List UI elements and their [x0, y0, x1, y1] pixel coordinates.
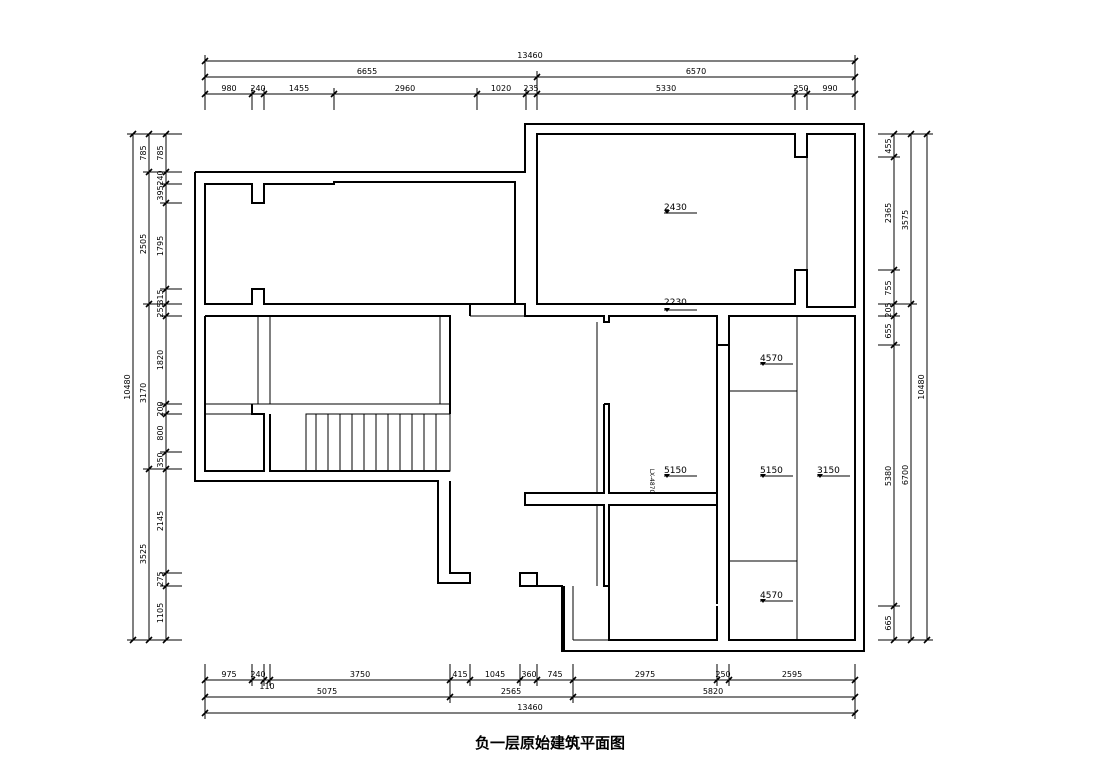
bottom-dim: 250	[715, 670, 730, 679]
bottom-dim: 240	[250, 670, 265, 679]
left-mid-dim: 3170	[139, 383, 148, 403]
right-rooms	[728, 315, 856, 641]
stair	[305, 413, 451, 472]
left-total-dim: 10480	[123, 374, 132, 399]
top-dim: 2960	[395, 84, 415, 93]
bottom-mid-dim: 5820	[703, 687, 723, 696]
right-inner-dim: 655	[884, 323, 893, 338]
bottom-dim: 3750	[350, 670, 370, 679]
left-inner-dim: 275	[156, 571, 165, 586]
right-inner-dim: 5380	[884, 466, 893, 486]
left-inner-dim: 2145	[156, 511, 165, 531]
right-mid-dim: 6700	[901, 465, 910, 485]
left-inner-dim: 785	[156, 145, 165, 160]
svg-text:2430: 2430	[664, 203, 687, 213]
right-inner-dim: 755	[884, 280, 893, 295]
bottom-total-dim: 13460	[517, 703, 542, 712]
left-inner-dim: 315	[156, 289, 165, 304]
level-marker-2: 2230	[664, 298, 697, 312]
right-mid-dim: 3575	[901, 210, 910, 230]
left-inner-dim: 200	[156, 401, 165, 416]
level-marker-7: 4570	[760, 591, 793, 603]
left-inner-dim: 350	[156, 452, 165, 467]
left-dimension-lines	[127, 130, 182, 644]
left-inner-dim: 395	[156, 185, 165, 200]
upper-left-room	[204, 181, 516, 305]
bottom-dim: 415	[452, 670, 467, 679]
level-marker-5: 5150	[760, 466, 793, 478]
left-inner-dim: 240	[156, 170, 165, 185]
top-dim: 250	[793, 84, 808, 93]
right-dimension-lines	[878, 130, 933, 644]
top-dim: 990	[822, 84, 837, 93]
svg-text:3150: 3150	[817, 466, 840, 476]
left-mid-dim: 3525	[139, 544, 148, 564]
left-inner-dim: 255	[156, 302, 165, 317]
top-dim: 235	[523, 84, 538, 93]
top-dim: 980	[221, 84, 236, 93]
svg-text:4570: 4570	[760, 354, 783, 364]
bottom-mid-dim: 2565	[501, 687, 521, 696]
left-mid-dim: 2505	[139, 234, 148, 254]
top-dim: 5330	[656, 84, 676, 93]
left-inner-dim: 1820	[156, 350, 165, 370]
left-inner-dim: 800	[156, 425, 165, 440]
right-inner-dim: 455	[884, 138, 893, 153]
level-marker-6: 3150	[817, 466, 850, 478]
top-right-dim: 6570	[686, 67, 706, 76]
bottom-dim: 360	[521, 670, 536, 679]
beam-label: LX-4870	[648, 469, 655, 494]
right-inner-dim: 205	[884, 302, 893, 317]
left-inner-dim: 1795	[156, 236, 165, 256]
top-left-dim: 6655	[357, 67, 377, 76]
svg-text:5150: 5150	[664, 466, 687, 476]
right-inner-dim: 2365	[884, 203, 893, 223]
exterior-wall-outline	[194, 123, 865, 652]
bottom-dim-110: 110	[259, 682, 274, 691]
top-dimension-lines	[201, 55, 859, 110]
top-dim: 1455	[289, 84, 309, 93]
upper-right-room	[536, 133, 856, 308]
top-total-dim: 13460	[517, 51, 542, 60]
top-dim: 1020	[491, 84, 511, 93]
left-mid-dim: 785	[139, 145, 148, 160]
bottom-dimension-lines	[201, 664, 859, 719]
left-inner-dim: 1105	[156, 603, 165, 623]
svg-text:2230: 2230	[664, 298, 687, 308]
bottom-dim: 975	[221, 670, 236, 679]
top-dim: 240	[250, 84, 265, 93]
drawing-title: 负一层原始建筑平面图	[474, 734, 625, 752]
bottom-mid-dim: 5075	[317, 687, 337, 696]
svg-text:4570: 4570	[760, 591, 783, 601]
level-marker-4: 5150	[664, 466, 697, 478]
level-marker-3: 4570	[760, 354, 793, 366]
center-walls	[469, 303, 729, 641]
bottom-dim: 2595	[782, 670, 802, 679]
bottom-dim: 2975	[635, 670, 655, 679]
right-inner-dim: 665	[884, 615, 893, 630]
level-marker-1: 2430	[664, 203, 697, 214]
right-total-dim: 10480	[917, 374, 926, 399]
svg-text:5150: 5150	[760, 466, 783, 476]
bottom-dim: 745	[547, 670, 562, 679]
bottom-dim: 1045	[485, 670, 505, 679]
